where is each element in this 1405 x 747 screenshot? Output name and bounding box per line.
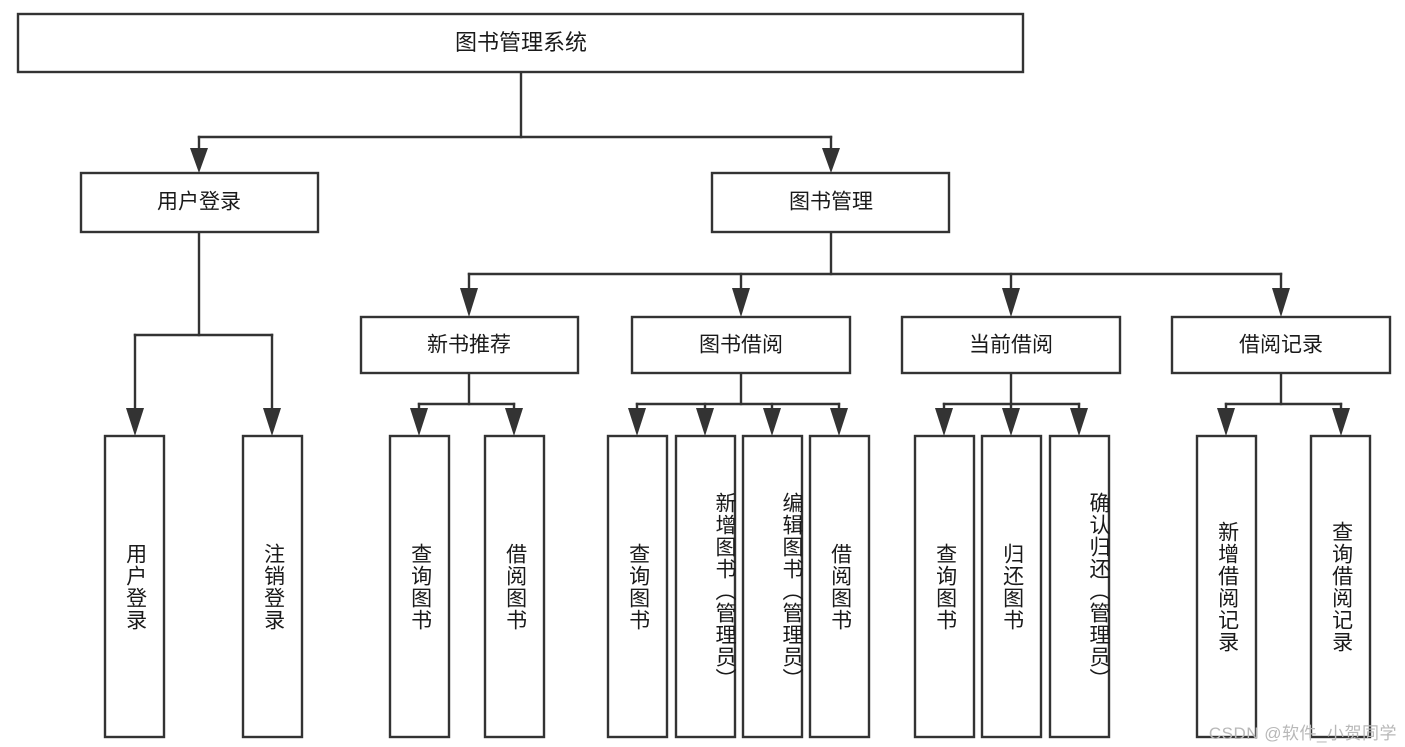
arrow-head-leaf-query-book-2 — [628, 408, 646, 436]
arrow-head-current-borrow — [1002, 288, 1020, 317]
node-current-borrow-box[interactable] — [900, 315, 1122, 375]
node-root[interactable]: 图书管理系统 — [16, 12, 1025, 74]
node-leaf-user-logout-box[interactable] — [241, 434, 304, 739]
arrow-head-leaf-user-logout — [263, 408, 281, 436]
node-leaf-add-book-box[interactable] — [674, 434, 737, 739]
arrow-head-leaf-borrow-book-1 — [505, 408, 523, 436]
arrow-head-book-management — [822, 148, 840, 173]
node-leaf-query-book-2-box[interactable] — [606, 434, 669, 739]
arrow-head-book-borrow — [732, 288, 750, 317]
node-leaf-add-record-box[interactable] — [1195, 434, 1258, 739]
node-user-login-box[interactable] — [79, 171, 320, 234]
node-leaf-borrow-book-2-box[interactable] — [808, 434, 871, 739]
connector-group — [126, 70, 1350, 436]
arrow-head-borrow-record — [1272, 288, 1290, 317]
node-book-management-label: 图书管理 — [789, 191, 873, 214]
node-new-book-recommend[interactable]: 新书推荐 — [359, 315, 580, 375]
node-leaf-confirm-return-box[interactable] — [1048, 434, 1111, 739]
csdn-watermark: CSDN @软件_小贺同学 — [1208, 724, 1397, 743]
arrow-head-leaf-query-book-3 — [935, 408, 953, 436]
node-root-label: 图书管理系统 — [455, 30, 587, 55]
arrow-head-leaf-query-book-1 — [410, 408, 428, 436]
node-book-borrow[interactable]: 图书借阅 — [630, 315, 852, 375]
node-book-borrow-box[interactable] — [630, 315, 852, 375]
node-leaf-borrow-book-1-box[interactable] — [483, 434, 546, 739]
node-leaf-return-book-box[interactable] — [980, 434, 1043, 739]
node-root-box[interactable] — [16, 12, 1025, 74]
node-leaf-query-record-box[interactable] — [1309, 434, 1372, 739]
node-current-borrow-label: 当前借阅 — [969, 334, 1053, 357]
node-new-book-recommend-box[interactable] — [359, 315, 580, 375]
arrow-head-leaf-confirm-return — [1070, 408, 1088, 436]
arrow-head-leaf-edit-book — [763, 408, 781, 436]
node-borrow-record-label: 借阅记录 — [1239, 334, 1323, 357]
arrow-head-leaf-user-login — [126, 408, 144, 436]
node-borrow-record[interactable]: 借阅记录 — [1170, 315, 1392, 375]
node-leaf-edit-book-box[interactable] — [741, 434, 804, 739]
node-user-login[interactable]: 用户登录 — [79, 171, 320, 234]
arrow-head-leaf-add-book — [696, 408, 714, 436]
node-user-login-label: 用户登录 — [157, 191, 241, 214]
arrow-head-leaf-add-record — [1217, 408, 1235, 436]
arrow-head-leaf-query-record — [1332, 408, 1350, 436]
node-leaf-query-book-3-box[interactable] — [913, 434, 976, 739]
arrow-head-leaf-borrow-book-2 — [830, 408, 848, 436]
node-borrow-record-box[interactable] — [1170, 315, 1392, 375]
node-leaf-query-book-1-box[interactable] — [388, 434, 451, 739]
node-leaf-user-login-box[interactable] — [103, 434, 166, 739]
node-book-management-box[interactable] — [710, 171, 951, 234]
arrow-head-new-book-recommend — [460, 288, 478, 317]
arrow-head-user-login — [190, 148, 208, 173]
node-book-management[interactable]: 图书管理 — [710, 171, 951, 234]
node-new-book-recommend-label: 新书推荐 — [427, 334, 511, 357]
node-current-borrow[interactable]: 当前借阅 — [900, 315, 1122, 375]
arrow-head-leaf-return-book — [1002, 408, 1020, 436]
node-book-borrow-label: 图书借阅 — [699, 334, 783, 357]
